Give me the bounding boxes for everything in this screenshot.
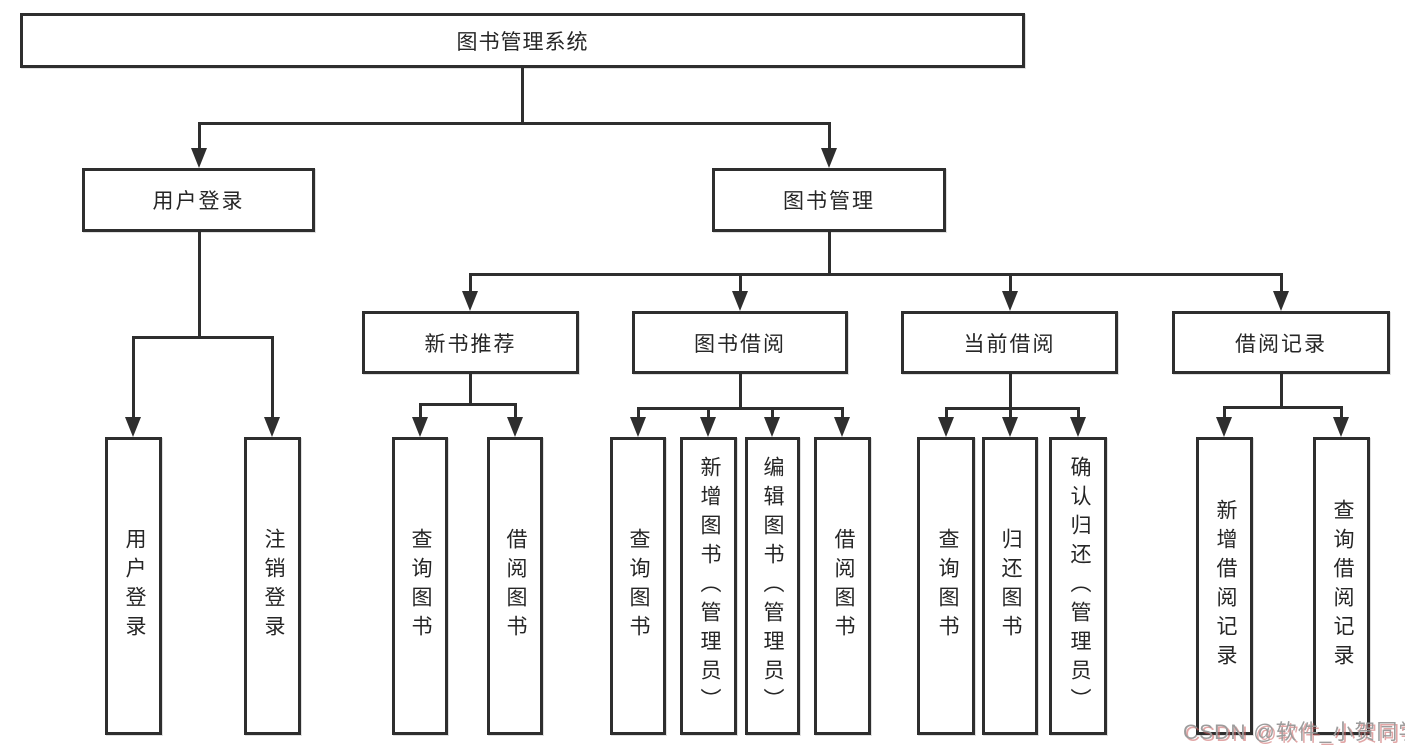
arrowhead-icon bbox=[125, 417, 141, 437]
connector-line bbox=[469, 273, 1283, 276]
node-new-book-recommend: 新书推荐 bbox=[362, 311, 579, 374]
connector-line bbox=[828, 122, 831, 150]
connector-line bbox=[469, 273, 472, 293]
node-book-management: 图书管理 bbox=[712, 168, 946, 232]
connector-line bbox=[707, 407, 710, 419]
connector-line bbox=[1223, 406, 1343, 409]
connector-line bbox=[739, 273, 742, 293]
arrowhead-icon bbox=[630, 417, 646, 437]
arrowhead-icon bbox=[1002, 417, 1018, 437]
connector-line bbox=[132, 336, 274, 339]
connector-line bbox=[469, 374, 472, 406]
arrowhead-icon bbox=[1333, 417, 1349, 437]
node-user-login: 用户登录 bbox=[82, 168, 315, 232]
arrowhead-icon bbox=[191, 148, 207, 168]
connector-line bbox=[1223, 406, 1226, 419]
arrowhead-icon bbox=[1216, 417, 1232, 437]
leaf-current-confirm-return-admin: 确认归还（管理员） bbox=[1049, 437, 1107, 735]
arrowhead-icon bbox=[764, 417, 780, 437]
connector-line bbox=[1280, 273, 1283, 293]
connector-line bbox=[1009, 273, 1012, 293]
node-borrowing-records: 借阅记录 bbox=[1172, 311, 1390, 374]
connector-line bbox=[514, 403, 517, 419]
arrowhead-icon bbox=[1273, 291, 1289, 311]
node-book-borrowing: 图书借阅 bbox=[632, 311, 848, 374]
leaf-newbooks-query-books: 查询图书 bbox=[392, 437, 448, 735]
connector-line bbox=[637, 407, 844, 410]
connector-line bbox=[271, 336, 274, 419]
csdn-watermark: CSDN @软件_小贺同学 bbox=[1183, 721, 1405, 744]
leaf-records-add-record: 新增借阅记录 bbox=[1196, 437, 1253, 735]
leaf-borrowing-borrow-books: 借阅图书 bbox=[814, 437, 871, 735]
arrowhead-icon bbox=[821, 148, 837, 168]
connector-line bbox=[1009, 407, 1012, 419]
connector-line bbox=[198, 122, 201, 150]
node-current-borrowing: 当前借阅 bbox=[901, 311, 1118, 374]
connector-line bbox=[132, 336, 135, 419]
node-library-system: 图书管理系统 bbox=[20, 13, 1025, 68]
connector-line bbox=[198, 232, 201, 339]
leaf-logout: 注销登录 bbox=[244, 437, 301, 735]
leaf-records-query-record: 查询借阅记录 bbox=[1313, 437, 1370, 735]
connector-line bbox=[945, 407, 1080, 410]
connector-line bbox=[945, 407, 948, 419]
connector-line bbox=[828, 232, 831, 276]
leaf-newbooks-borrow-books: 借阅图书 bbox=[487, 437, 543, 735]
arrowhead-icon bbox=[938, 417, 954, 437]
connector-line bbox=[637, 407, 640, 419]
leaf-current-query-books: 查询图书 bbox=[917, 437, 975, 735]
connector-line bbox=[771, 407, 774, 419]
arrowhead-icon bbox=[462, 291, 478, 311]
connector-line bbox=[521, 68, 524, 124]
arrowhead-icon bbox=[264, 417, 280, 437]
arrowhead-icon bbox=[1070, 417, 1086, 437]
leaf-borrowing-edit-books-admin: 编辑图书（管理员） bbox=[745, 437, 800, 735]
arrowhead-icon bbox=[834, 417, 850, 437]
leaf-borrowing-add-books-admin: 新增图书（管理员） bbox=[680, 437, 737, 735]
connector-line bbox=[841, 407, 844, 419]
leaf-user-login: 用户登录 bbox=[105, 437, 162, 735]
connector-line bbox=[1077, 407, 1080, 419]
arrowhead-icon bbox=[700, 417, 716, 437]
leaf-borrowing-query-books: 查询图书 bbox=[610, 437, 666, 735]
connector-line bbox=[739, 374, 742, 410]
connector-line bbox=[198, 122, 831, 125]
leaf-current-return-books: 归还图书 bbox=[982, 437, 1038, 735]
arrowhead-icon bbox=[1002, 291, 1018, 311]
arrowhead-icon bbox=[412, 417, 428, 437]
connector-line bbox=[1009, 374, 1012, 410]
arrowhead-icon bbox=[732, 291, 748, 311]
arrowhead-icon bbox=[507, 417, 523, 437]
connector-line bbox=[1280, 374, 1283, 409]
connector-line bbox=[1340, 406, 1343, 419]
connector-line bbox=[419, 403, 422, 419]
connector-line bbox=[419, 403, 517, 406]
